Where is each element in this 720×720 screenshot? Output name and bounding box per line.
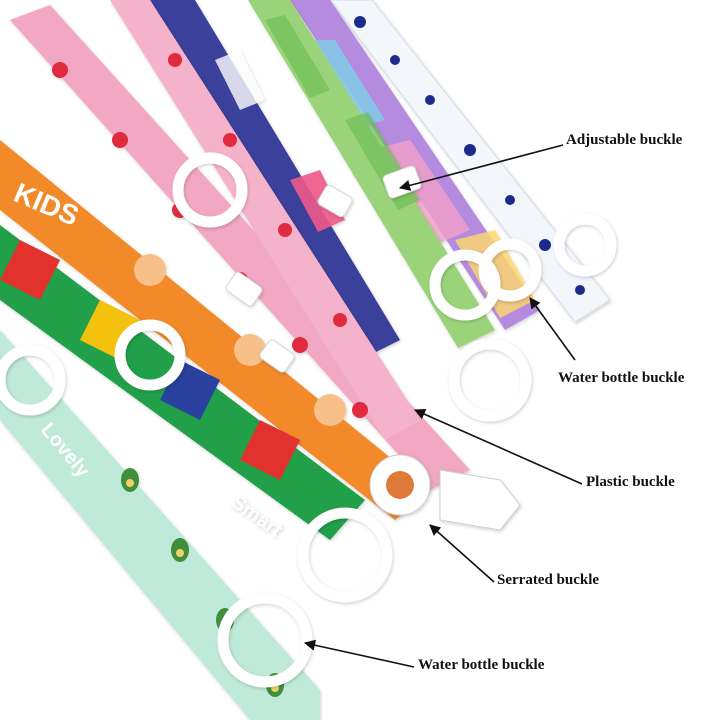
adjustable-buckle-label: Adjustable buckle bbox=[566, 132, 683, 148]
water-bottle-buckle-label-bottom: Water bottle buckle bbox=[418, 657, 545, 673]
serrated-buckle-label: Serrated buckle bbox=[497, 572, 600, 588]
ring-buckle-orange bbox=[297, 507, 393, 603]
arrow-serrated bbox=[429, 524, 495, 583]
plastic-buckle-shape bbox=[439, 469, 521, 531]
ring-buckle-stripe bbox=[114, 319, 186, 391]
serrated-buckle-shape bbox=[369, 454, 431, 516]
white-strap bbox=[329, 0, 611, 323]
callout-arrows bbox=[303, 144, 583, 668]
ring-buckle-rainbow bbox=[478, 238, 542, 302]
water-bottle-buckle-label-top: Water bottle buckle bbox=[558, 370, 685, 386]
ring-buckle-navy bbox=[448, 338, 532, 422]
arrow-adjustable bbox=[398, 144, 564, 191]
ring-buckle-left bbox=[0, 344, 66, 416]
arrow-water-top bbox=[529, 297, 576, 361]
arrow-plastic bbox=[413, 408, 583, 485]
ring-buckle-white bbox=[553, 213, 617, 277]
stripe-strap: Smart bbox=[0, 225, 365, 542]
arrow-water-bottom bbox=[303, 639, 415, 668]
plastic-buckle-label: Plastic buckle bbox=[586, 474, 675, 490]
ring-buckle-pink bbox=[172, 152, 248, 228]
